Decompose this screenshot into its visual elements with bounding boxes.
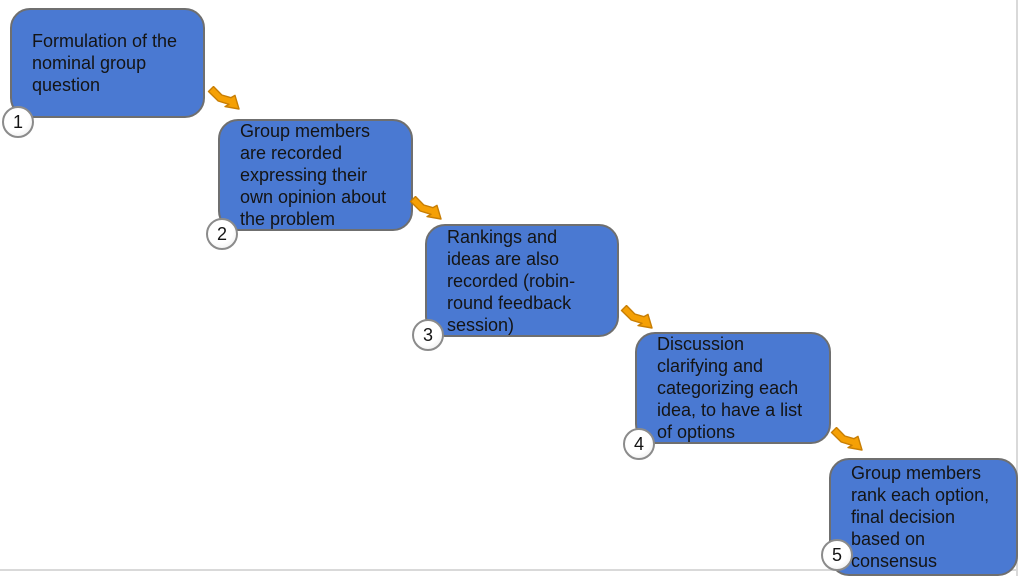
slide-edge-right <box>1016 0 1018 576</box>
step-5-text: Group members rank each option, final de… <box>851 463 990 571</box>
step-4-box: Discussion clarifying and categorizing e… <box>635 332 831 444</box>
step-4-text: Discussion clarifying and categorizing e… <box>657 334 803 442</box>
step-4-number-badge: 4 <box>623 428 655 460</box>
step-3-text: Rankings and ideas are also recorded (ro… <box>447 226 576 335</box>
step-5-number-badge: 5 <box>821 539 853 571</box>
flow-arrow-4-down-right-icon <box>830 427 863 451</box>
flow-arrow-2-down-right-icon <box>409 196 442 220</box>
step-3-number-badge: 3 <box>412 319 444 351</box>
step-2-text: Group members are recorded expressing th… <box>240 121 387 229</box>
step-1-box: Formulation of the nominal group questio… <box>10 8 205 118</box>
step-2-box: Group members are recorded expressing th… <box>218 119 413 231</box>
step-1-text: Formulation of the nominal group questio… <box>32 31 178 95</box>
step-5-box: Group members rank each option, final de… <box>829 458 1018 576</box>
slide-edge-bottom <box>0 569 1018 571</box>
step-1-number-badge: 1 <box>2 106 34 138</box>
step-3-box: Rankings and ideas are also recorded (ro… <box>425 224 619 337</box>
flow-arrow-1-down-right-icon <box>207 86 240 110</box>
flow-arrow-3-down-right-icon <box>620 305 653 329</box>
step-2-number-badge: 2 <box>206 218 238 250</box>
